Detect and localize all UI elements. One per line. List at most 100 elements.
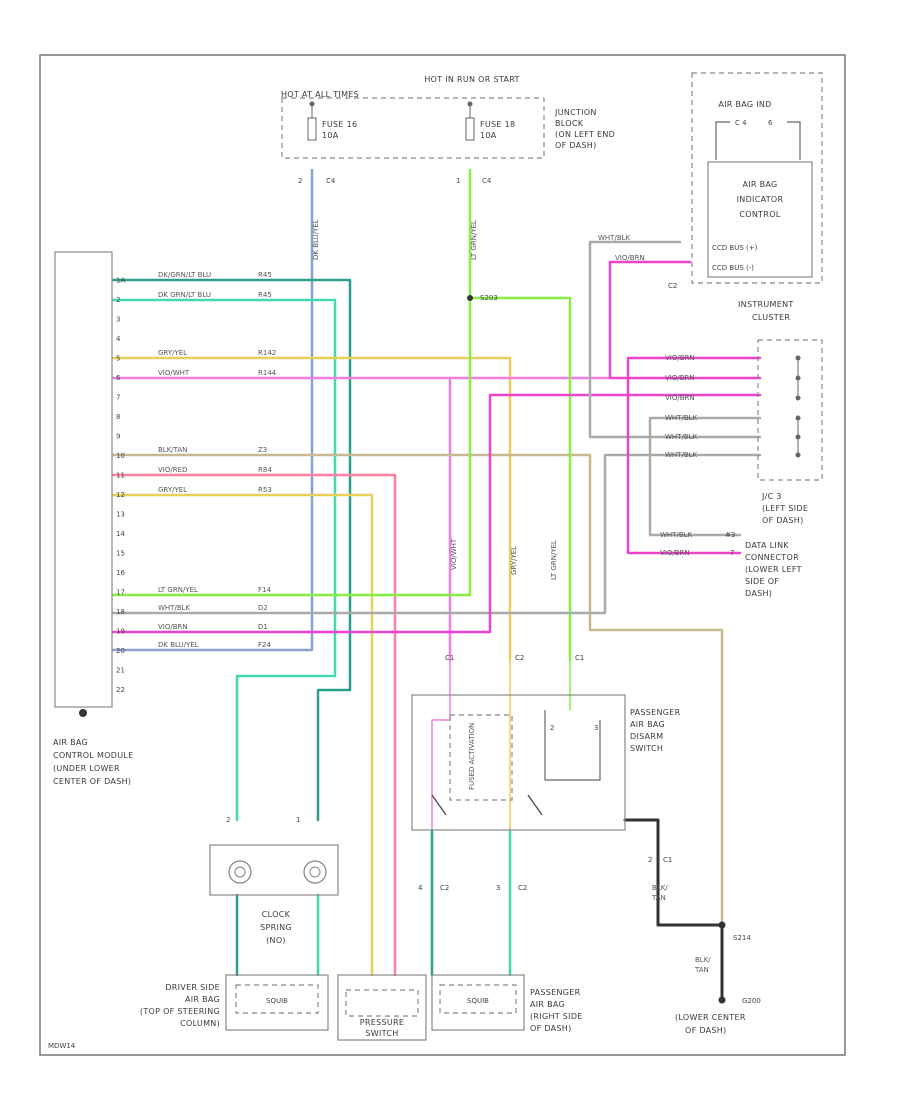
driver-label-2: AIR BAG — [185, 995, 220, 1004]
module-pin-21: 21 — [116, 667, 125, 675]
datalink-label-1: DATA LINK — [745, 541, 789, 550]
wire-bus-vio-brn — [608, 260, 762, 380]
module-wire-name-5: BLK/TAN — [158, 446, 187, 454]
switch-fused-activation — [449, 714, 513, 801]
switch-label-3: DISARM — [630, 732, 663, 741]
splice-s214 — [718, 921, 726, 929]
clock-label-3: (NO) — [266, 936, 286, 945]
datalink-label-2: CONNECTOR — [745, 553, 799, 562]
ground-point-g200 — [718, 996, 726, 1004]
junction-loc-4: OF DASH) — [555, 141, 597, 150]
splice-s203-label: S203 — [480, 294, 498, 302]
fuse-conn-right: C4 — [482, 177, 492, 185]
wire-bus-wht-blk — [588, 240, 762, 439]
driver-label-3: (TOP OF STEERING — [140, 1007, 220, 1016]
wire-gry-yel-r142 — [108, 356, 512, 662]
fuse-right-node — [467, 101, 473, 107]
fuse-conn-left: C4 — [326, 177, 336, 185]
switch-label-2: AIR BAG — [630, 720, 665, 729]
diagram-frame — [39, 54, 846, 1056]
junction-loc-2: BLOCK — [555, 119, 584, 128]
airbag-ind-module-box — [707, 161, 813, 278]
wire-dk-grn-lt-blu-2 — [108, 298, 337, 822]
airbag-ind-bulb — [715, 121, 801, 160]
airbag-ind-outer — [691, 72, 823, 284]
ground-wire-2: TAN — [651, 894, 666, 902]
driver-airbag-inner: SQUIB — [266, 997, 288, 1005]
passenger-airbag-box — [431, 974, 525, 1031]
wire-blk-tan-z3 — [108, 453, 724, 927]
fuse-left-icon — [307, 117, 317, 141]
passenger-airbag-inner: SQUIB — [467, 997, 489, 1005]
jc3-label-1: J/C 3 — [761, 492, 782, 501]
splice-s203 — [467, 295, 473, 301]
module-pin-10: 10 — [116, 452, 125, 460]
module-pin-12: 12 — [116, 491, 125, 499]
passenger-label-2: AIR BAG — [530, 1000, 565, 1009]
module-pin-15: 15 — [116, 550, 125, 558]
datalink-label-5: DASH) — [745, 589, 772, 598]
lt-grn-vertical-label: LT GRN/YEL — [550, 540, 558, 580]
passenger-label-4: OF DASH) — [530, 1024, 572, 1033]
module-pin-18: 18 — [116, 608, 125, 616]
fuse-left-wire-label: DK BLU/YEL — [312, 219, 320, 260]
module-wire-name-6: VIO/RED — [158, 466, 187, 474]
ground-wire2-2: TAN — [694, 966, 709, 974]
c2-conn-b: C2 — [518, 884, 527, 892]
module-wire-name-1: DK/GRN/LT BLU — [158, 271, 211, 279]
module-pin-2: 2 — [116, 296, 120, 304]
cluster-wire-1: VIO/BRN — [665, 354, 695, 362]
driver-airbag-box — [225, 974, 329, 1031]
datalink-wire-b: VIO/BRN — [660, 549, 690, 557]
cluster-wire-2: VIO/BRN — [665, 374, 695, 382]
module-wire-circuit-2: R45 — [258, 291, 272, 299]
switch-pin-1: C1 — [445, 654, 454, 662]
module-wire-name-7: GRY/YEL — [158, 486, 187, 494]
module-pin-16: 16 — [116, 569, 125, 577]
module-pin-14: 14 — [116, 530, 125, 538]
airbag-ind-bus-pos: CCD BUS (+) — [712, 244, 758, 252]
wire-switch-int-1 — [431, 659, 451, 831]
switch-out-pin: 2 — [648, 856, 652, 864]
pressure-switch-inner — [345, 989, 419, 1017]
datalink-wire-a: WHT/BLK — [660, 531, 693, 539]
module-label-2: CONTROL MODULE — [53, 751, 134, 760]
fuse-left-node — [309, 101, 315, 107]
switch-pin-2: C2 — [515, 654, 524, 662]
module-pin-4: 4 — [116, 335, 121, 343]
airbag-ind-conn: C2 — [668, 282, 677, 290]
footer-code: MDW14 — [48, 1042, 76, 1050]
c2-conn-a: C2 — [440, 884, 449, 892]
clock-pin-b: 1 — [296, 816, 300, 824]
module-pin-1: 1A — [116, 277, 125, 285]
clock-pin-a: 2 — [226, 816, 230, 824]
pressure-label-2: SWITCH — [365, 1029, 398, 1038]
switch-pin3-label: 3 — [594, 724, 598, 732]
module-wire-name-9: WHT/BLK — [158, 604, 191, 612]
driver-label-4: COLUMN) — [180, 1019, 220, 1028]
module-pin-20: 20 — [116, 647, 125, 655]
airbag-ind-mod-2: INDICATOR — [737, 195, 784, 204]
clock-label-2: SPRING — [260, 923, 292, 932]
switch-contact-1 — [431, 794, 447, 816]
cluster-title-2: CLUSTER — [752, 313, 790, 322]
clock-label-1: CLOCK — [262, 910, 291, 919]
ground-label-1: (LOWER CENTER — [675, 1013, 746, 1022]
airbag-ind-bus-neg: CCD BUS (-) — [712, 264, 754, 272]
module-pin-8: 8 — [116, 413, 120, 421]
control-module-ground — [79, 709, 87, 717]
airbag-ind-pin-b: 6 — [768, 119, 773, 127]
passenger-label-3: (RIGHT SIDE — [530, 1012, 583, 1021]
datalink-label-3: (LOWER LEFT — [745, 565, 802, 574]
clock-spring-coil-2 — [303, 860, 327, 884]
pressure-label-1: PRESSURE — [360, 1018, 404, 1027]
clock-spring-coil-1 — [228, 860, 252, 884]
module-label-4: CENTER OF DASH) — [53, 777, 131, 786]
vio-wht-vertical-label: VIO/WHT — [450, 538, 458, 570]
c2-pin-b: 3 — [496, 884, 500, 892]
cluster-terminals — [795, 355, 801, 458]
switch-pin2-label: 2 — [550, 724, 554, 732]
module-wire-name-11: DK BLU/YEL — [158, 641, 199, 649]
